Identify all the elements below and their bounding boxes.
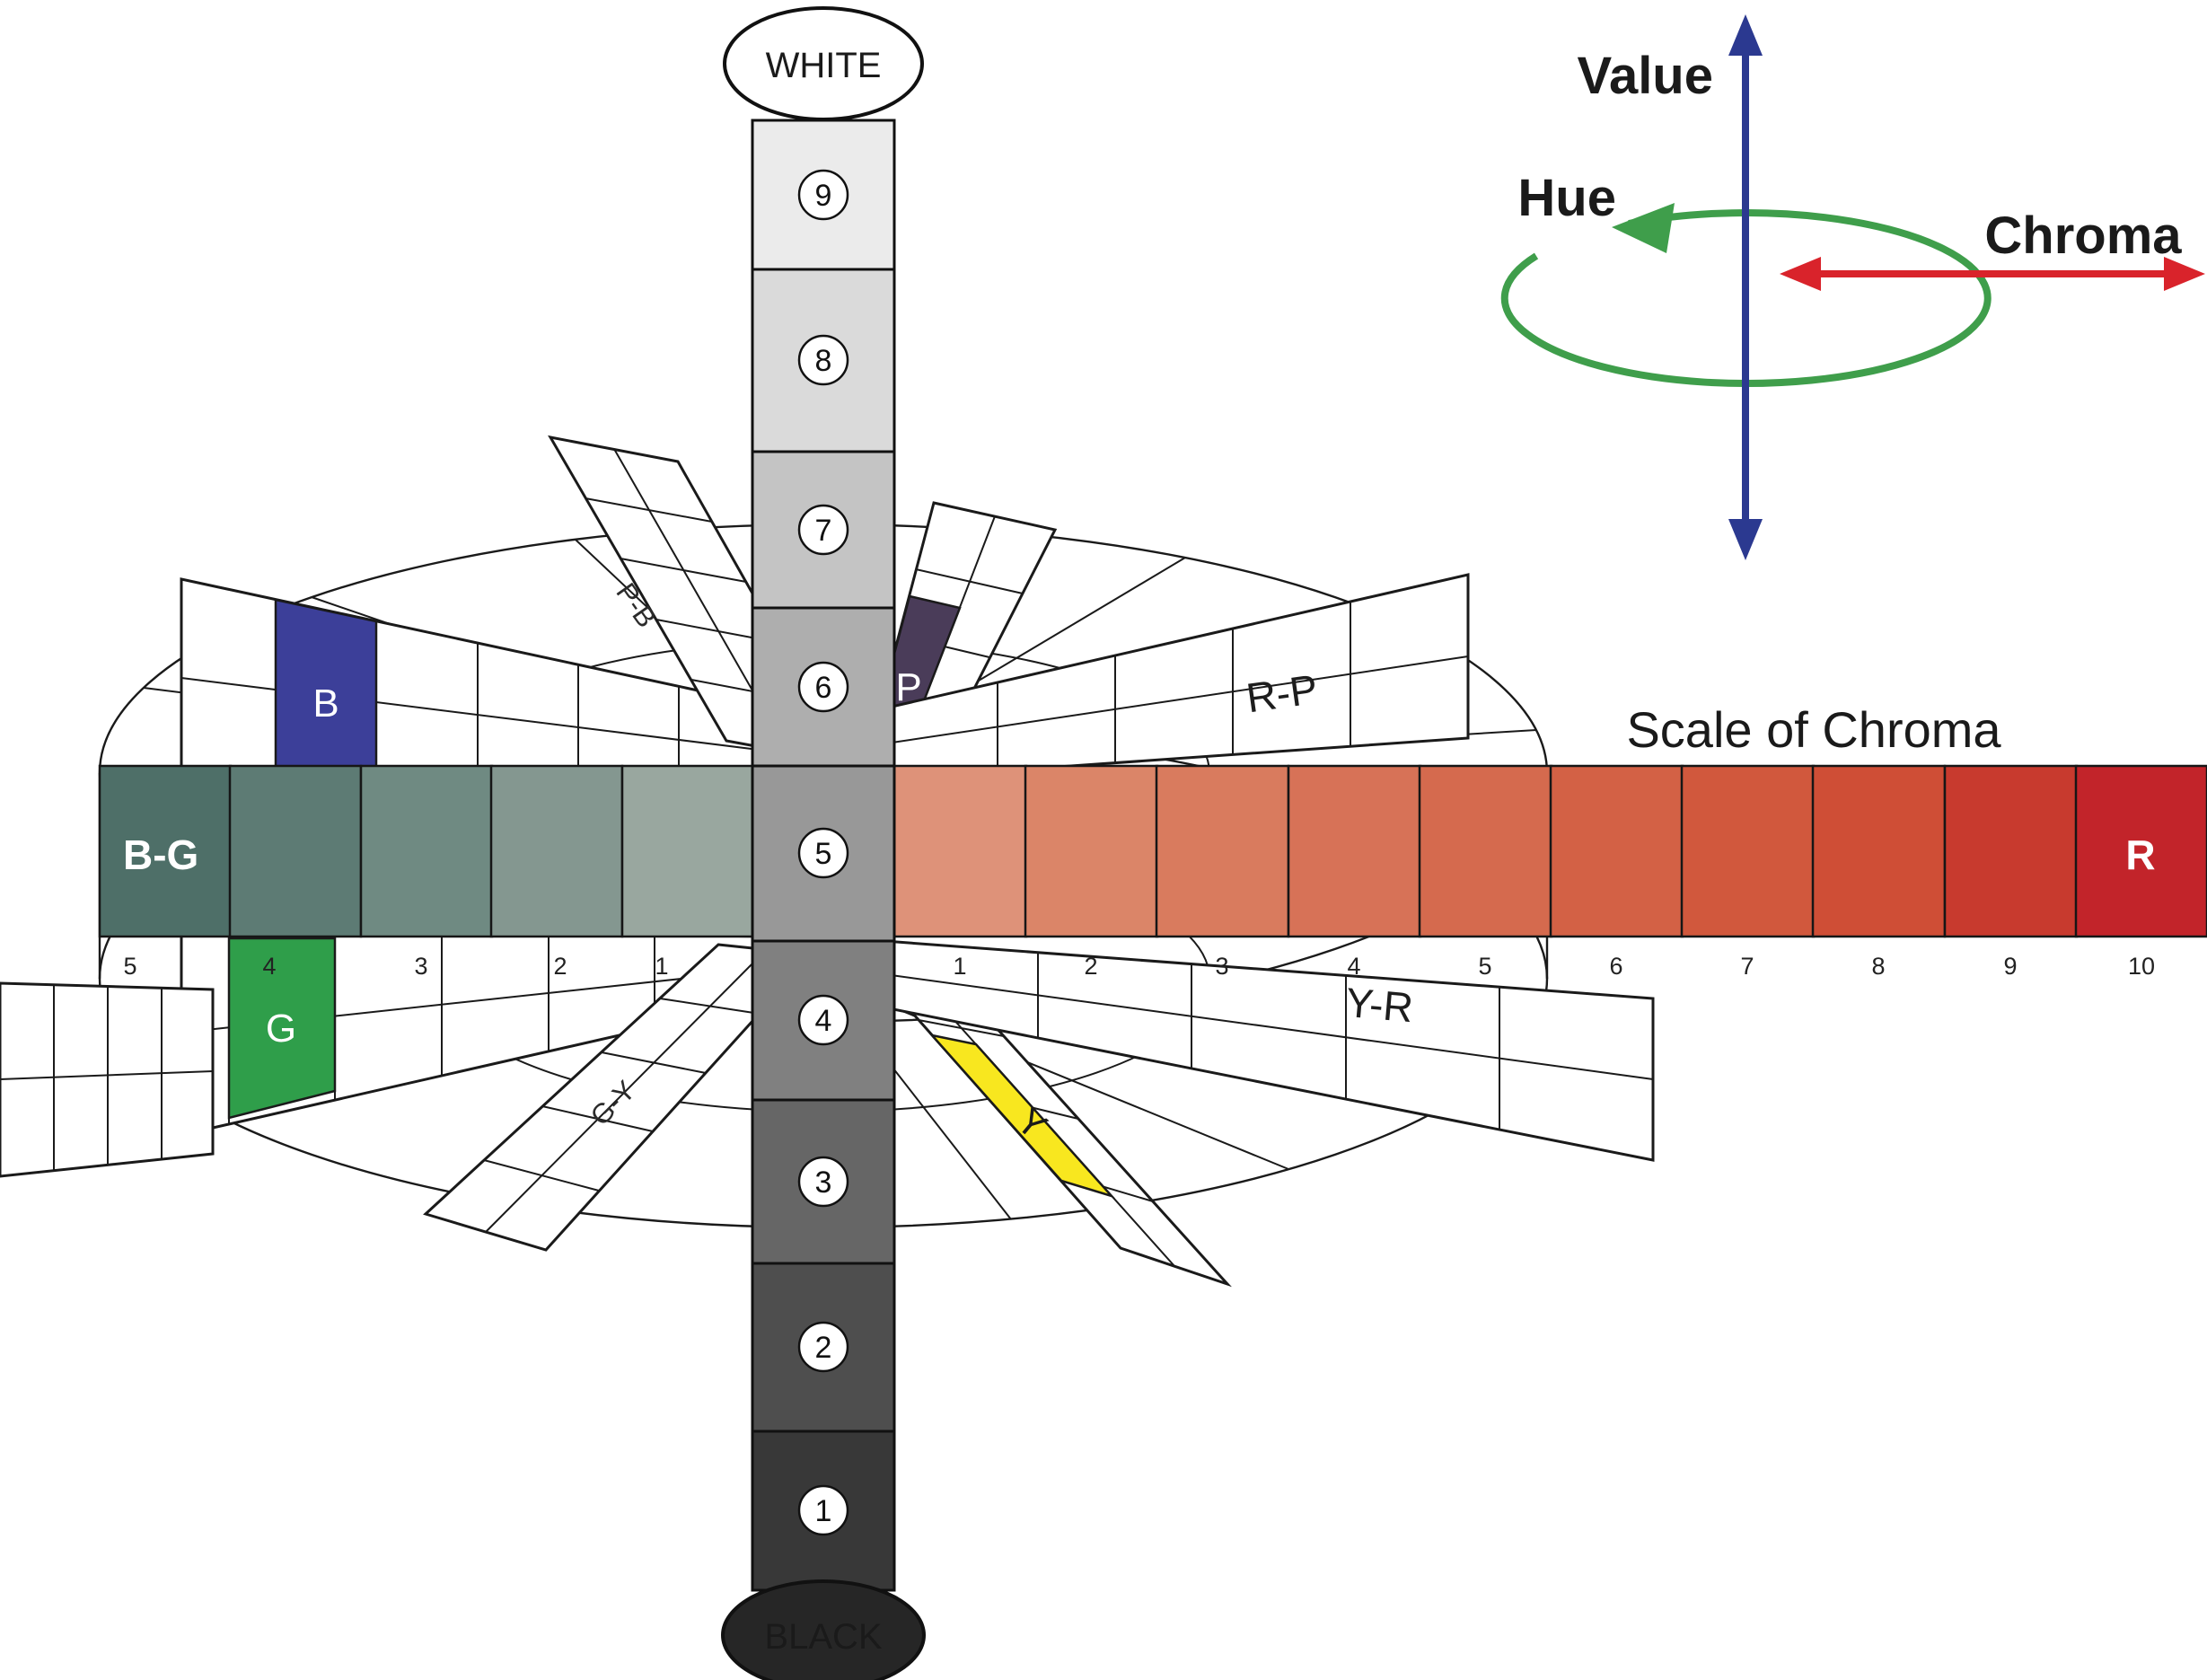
legend-hue-label: Hue (1517, 169, 1616, 227)
chroma-tick: 4 (1347, 953, 1360, 980)
chroma-tick: 9 (2003, 953, 2017, 980)
hue-label-g: G (266, 1007, 296, 1051)
grid-line (541, 1105, 654, 1132)
scale-of-chroma-heading: Scale of Chroma (1626, 701, 2001, 758)
chroma-band-right: R 1 2 3 4 5 6 7 8 9 10 (892, 764, 2207, 980)
value-number: 5 (815, 837, 832, 871)
hue-orbit-arrow (1500, 209, 1992, 388)
chroma-cell (228, 764, 363, 938)
chroma-tick: 3 (1215, 953, 1228, 980)
value-number: 6 (815, 671, 832, 705)
value-number: 3 (815, 1165, 832, 1200)
chroma-ticks-left: 5 4 3 2 1 (123, 953, 668, 980)
chroma-tick: 6 (1609, 953, 1622, 980)
chroma-tick: 1 (953, 953, 966, 980)
legend-chroma-label: Chroma (1984, 207, 2182, 265)
chroma-cell (1943, 764, 2079, 938)
band-label-r: R (2125, 831, 2155, 878)
chroma-cell (1549, 764, 1684, 938)
chroma-tick: 7 (1740, 953, 1754, 980)
chroma-tick: 5 (123, 953, 136, 980)
grid-line (485, 949, 767, 1233)
grid-line (659, 998, 761, 1015)
chroma-tick: 2 (553, 953, 567, 980)
chroma-tick: 5 (1478, 953, 1491, 980)
chroma-tick: 1 (655, 953, 668, 980)
value-step-badges: 9 8 7 6 5 4 3 2 1 (797, 169, 849, 1536)
chroma-cell (489, 764, 624, 938)
white-pole (723, 6, 924, 121)
value-column: 9 8 7 6 5 4 3 2 1 WHITE BLACK (721, 6, 926, 1680)
chroma-tick: 8 (1871, 953, 1885, 980)
chroma-cell (892, 764, 1028, 938)
value-arrowhead-down-icon (1728, 519, 1763, 560)
hue-label-rp: R-P (1244, 665, 1321, 722)
black-pole-label: BLACK (764, 1617, 882, 1657)
value-badge-circle (797, 1321, 849, 1373)
grid-line (918, 1019, 1005, 1037)
black-pole (721, 1579, 926, 1680)
grid-line (879, 655, 1469, 745)
chroma-cell (1811, 764, 1947, 938)
chroma-tick: 3 (414, 953, 427, 980)
chroma-arrowhead-left-icon (1780, 257, 1821, 291)
grid-line (620, 558, 747, 583)
value-number: 2 (815, 1331, 832, 1365)
value-badge-circle (797, 1156, 849, 1208)
legend-value-label: Value (1577, 47, 1713, 105)
chroma-cell (1680, 764, 1816, 938)
grid-line (601, 1051, 707, 1074)
legend: Value Hue Chroma (1500, 14, 2205, 560)
hue-label-b: B (312, 682, 339, 726)
value-arrowhead-up-icon (1728, 14, 1763, 56)
chroma-cell (1287, 764, 1422, 938)
value-number: 9 (815, 179, 832, 213)
value-number: 1 (815, 1494, 832, 1528)
chroma-tick: 4 (262, 953, 276, 980)
value-number: 4 (815, 1004, 832, 1038)
chroma-cell (2074, 764, 2207, 938)
grid-line (884, 973, 1654, 1080)
hue-label-yr: Y-R (1344, 979, 1415, 1031)
value-badge-circle (797, 169, 849, 221)
chroma-cell (1155, 764, 1290, 938)
value-badge-circle (797, 504, 849, 556)
hue-plane-b: B (180, 577, 775, 799)
white-pole-label: WHITE (766, 46, 882, 85)
grid-line (0, 1070, 214, 1080)
value-number: 8 (815, 344, 832, 378)
grid-line (585, 497, 713, 523)
chroma-cell (359, 764, 494, 938)
value-badge-circle (797, 827, 849, 879)
chroma-tick: 2 (1084, 953, 1097, 980)
chroma-cell (98, 764, 233, 938)
chroma-cell (1418, 764, 1553, 938)
chroma-tick: 10 (2128, 953, 2155, 980)
hue-plane-g: G (180, 928, 775, 1137)
plane-face (0, 981, 215, 1178)
y-color-patch (928, 1034, 1115, 1199)
value-badge-circle (797, 661, 849, 713)
hue-arrowhead-icon (1612, 203, 1675, 253)
band-label-bg: B-G (123, 831, 198, 878)
hue-plane-bg-lower (0, 981, 215, 1178)
chroma-cell (620, 764, 754, 938)
chroma-arrowhead-right-icon (2164, 257, 2205, 291)
grid-line (915, 568, 1024, 594)
value-badge-circle (797, 1484, 849, 1536)
value-number: 7 (815, 514, 832, 548)
value-badge-circle (797, 994, 849, 1046)
grid-line (483, 1159, 600, 1192)
chroma-cell (1024, 764, 1159, 938)
chroma-ticks-right: 1 2 3 4 5 6 7 8 9 10 (953, 953, 2155, 980)
value-badge-circle (797, 334, 849, 386)
